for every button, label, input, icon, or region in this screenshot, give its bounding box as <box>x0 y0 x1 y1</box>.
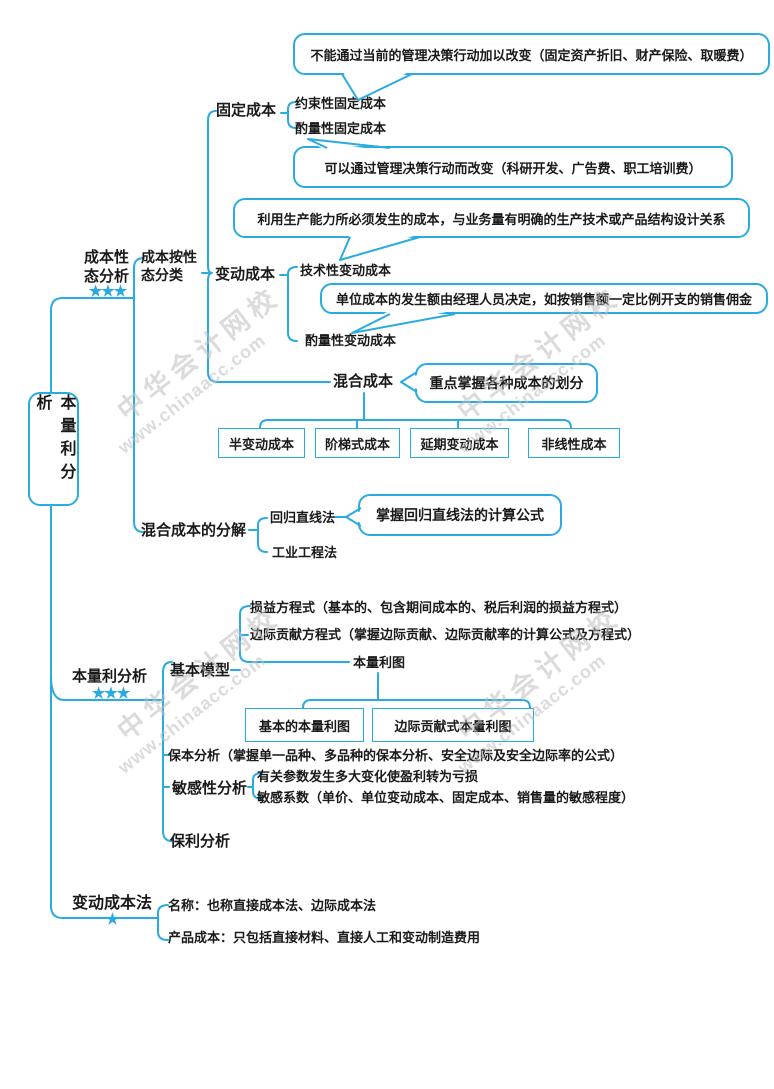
node-fixed-cost-label: 固定成本 <box>216 102 277 119</box>
box-label: 阶梯式成本 <box>324 436 390 452</box>
node-margin-equation: 边际贡献方程式（掌握边际贡献、边际贡献率的计算公式及方程式） <box>250 627 641 642</box>
node-technical-variable-cost: 技术性变动成本 <box>300 263 392 278</box>
node-cvp-chart-label: 本量利图 <box>353 655 406 670</box>
callout-discretionary-variable-note: 单位成本的发生额由经理人员决定，如按销售额一定比例开支的销售佣金 <box>320 283 768 314</box>
node-discretionary-fixed-cost: 酌量性固定成本 <box>295 121 387 136</box>
node-sensitivity-item2: 敏感系数（单价、单位变动成本、固定成本、销售量的敏感程度） <box>257 790 635 805</box>
mixed-children-bracket <box>259 392 572 429</box>
node-sensitivity-item1: 有关参数发生多大变化使盈利转为亏损 <box>257 769 479 784</box>
cvp-chart-bracket <box>302 672 531 709</box>
box-label: 延期变动成本 <box>420 436 499 452</box>
branch-cvp-stars: ★★★ <box>91 685 130 702</box>
box-semi-variable-cost: 半变动成本 <box>218 428 305 458</box>
box-label: 边际贡献式本量利图 <box>394 718 512 734</box>
box-delayed-variable-cost: 延期变动成本 <box>410 428 509 458</box>
node-committed-fixed-cost: 约束性固定成本 <box>295 96 387 111</box>
box-step-cost: 阶梯式成本 <box>315 428 400 458</box>
node-variable-costing-product-cost: 产品成本：只包括直接材料、直接人工和变动制造费用 <box>168 930 481 945</box>
branch-cvp-label: 本量利分析 <box>72 668 148 685</box>
node-decomposition-label: 混合成本的分解 <box>141 522 247 539</box>
spine-up <box>50 297 135 393</box>
box-label: 基本的本量利图 <box>258 718 350 734</box>
node-mixed-cost-label: 混合成本 <box>333 373 394 390</box>
branch-cost-behavior-label: 成本性态分析 <box>84 249 130 285</box>
classification-spine <box>201 110 331 383</box>
callout-discretionary-fixed-note: 可以通过管理决策行动而改变（科研开发、广告费、职工培训费） <box>293 146 733 188</box>
branch2-children-bracket <box>162 661 173 842</box>
decomposition-bracket <box>248 517 268 553</box>
root-label: 本量利分析 <box>33 394 75 486</box>
basic-model-bracket <box>230 605 350 671</box>
root-node: 本量利分析 <box>28 392 79 506</box>
callout-tail <box>339 234 421 261</box>
node-basic-model-label: 基本模型 <box>170 662 231 679</box>
box-nonlinear-cost: 非线性成本 <box>528 428 620 458</box>
callout-tail <box>341 70 413 101</box>
box-contribution-cvp-chart: 边际贡献式本量利图 <box>372 708 534 742</box>
branch-variable-costing-star: ★ <box>105 911 119 928</box>
branch3-bracket <box>157 904 169 941</box>
callout-tail <box>307 138 391 152</box>
callout-tail <box>345 507 368 527</box>
node-engineering-method: 工业工程法 <box>272 545 338 560</box>
callout-regression-note: 掌握回归直线法的计算公式 <box>358 494 562 536</box>
node-discretionary-variable-cost: 酌量性变动成本 <box>305 333 397 348</box>
branch2-line <box>50 675 164 701</box>
box-label: 非线性成本 <box>541 436 607 452</box>
node-variable-costing-name: 名称：也称直接成本法、边际成本法 <box>168 898 377 913</box>
callout-tail <box>400 371 424 393</box>
node-regression-method: 回归直线法 <box>270 510 336 525</box>
box-basic-cvp-chart: 基本的本量利图 <box>245 708 364 742</box>
variable-children-bracket <box>279 266 298 342</box>
box-label: 半变动成本 <box>228 436 294 452</box>
fixed-children-bracket <box>280 101 297 129</box>
callout-committed-fixed-note: 不能通过当前的管理决策行动加以改变（固定资产折旧、财产保险、取暖费） <box>293 33 770 75</box>
branch-variable-costing-label: 变动成本法 <box>72 895 153 912</box>
branch1-bracket <box>133 257 145 533</box>
node-profit-target-analysis: 保利分析 <box>170 833 231 850</box>
node-variable-cost-label: 变动成本 <box>215 266 276 283</box>
node-classification-label: 成本按性态分类 <box>141 249 197 283</box>
callout-tail <box>351 310 456 334</box>
node-income-equation: 损益方程式（基本的、包含期间成本的、税后利润的损益方程式） <box>250 600 628 615</box>
callout-mixed-cost-note: 重点掌握各种成本的划分 <box>415 363 598 403</box>
node-breakeven-analysis: 保本分析（掌握单一品种、多品种的保本分析、安全边际及安全边际率的公式） <box>168 748 624 763</box>
node-sensitivity-label: 敏感性分析 <box>172 780 248 797</box>
branch-cost-behavior-stars: ★★★ <box>88 283 127 300</box>
sensitivity-bracket <box>247 772 263 800</box>
callout-technical-variable-note: 利用生产能力所必须发生的成本，与业务量有明确的生产技术或产品结构设计关系 <box>233 198 750 238</box>
spine-down <box>50 501 158 919</box>
